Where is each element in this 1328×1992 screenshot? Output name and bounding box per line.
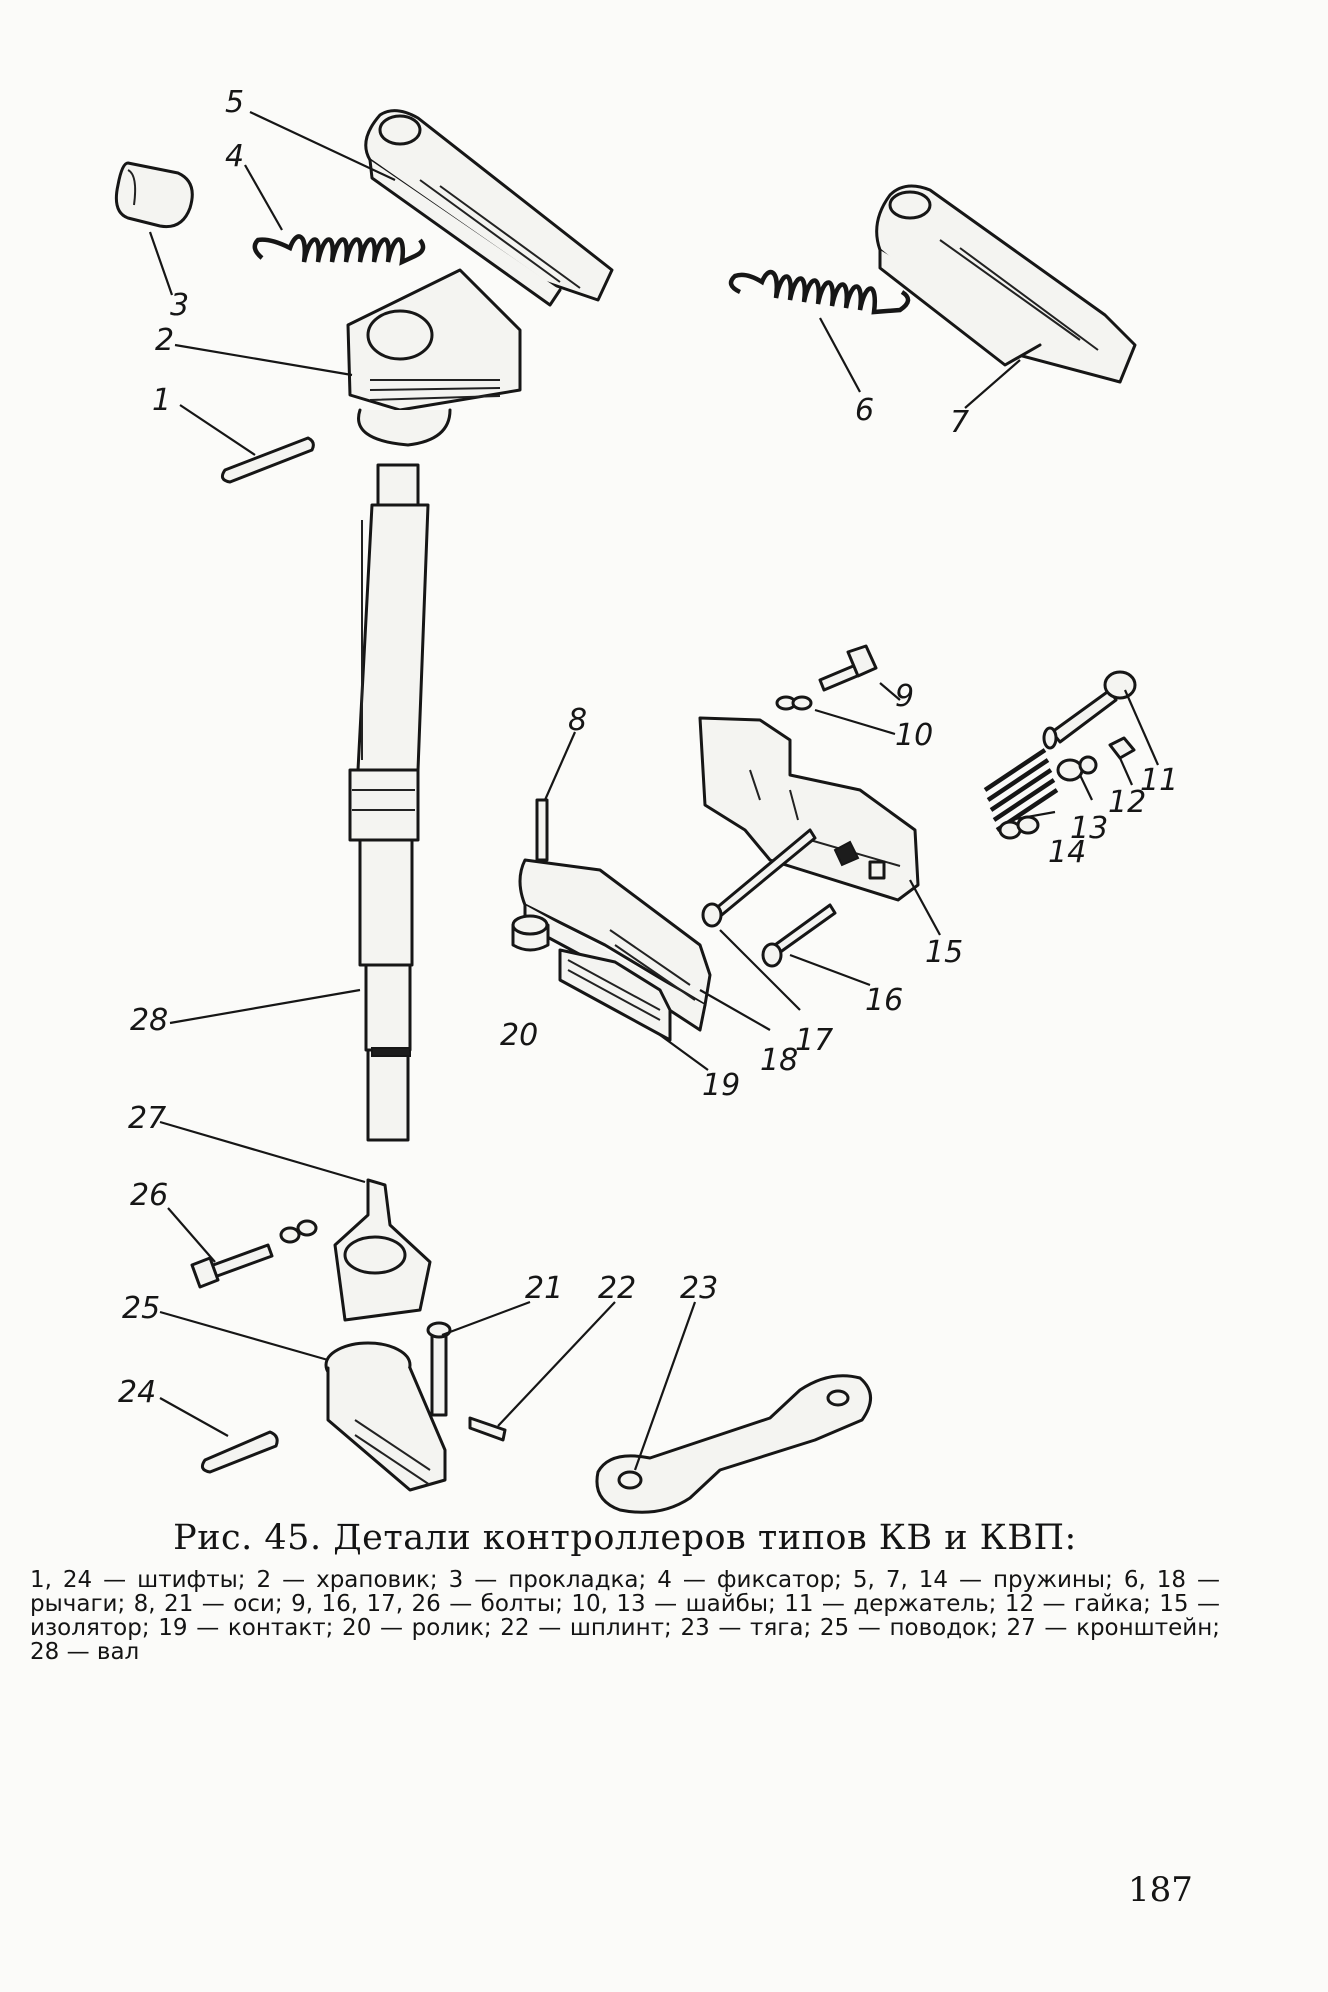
label-1: 1	[152, 383, 171, 418]
part-holder-11	[1042, 670, 1137, 750]
label-3: 3	[170, 288, 189, 323]
label-27: 27	[128, 1101, 166, 1136]
part-spring-4	[252, 234, 426, 266]
caption-title: Рис. 45. Детали контроллеров типов КВ и …	[173, 1518, 1077, 1558]
part-insulator	[698, 716, 920, 902]
label-25: 25	[122, 1291, 160, 1326]
part-pin-1	[220, 436, 315, 484]
part-spring-14	[983, 748, 1059, 832]
part-roller	[511, 914, 550, 952]
part-cotter-pin	[468, 1416, 507, 1442]
label-9: 9	[895, 679, 914, 714]
label-8: 8	[568, 703, 587, 738]
part-driver	[324, 1341, 447, 1492]
part-spring-6	[728, 269, 911, 315]
label-20: 20	[500, 1018, 538, 1053]
part-labels: 5 4 3 2 1 6 7 9 10 8 11 12 13 14 15 16 1…	[118, 85, 1178, 1410]
label-13: 13	[1070, 811, 1108, 846]
part-washers-10	[775, 695, 813, 711]
part-contact	[558, 948, 672, 1042]
label-19: 19	[702, 1068, 740, 1103]
label-11: 11	[1140, 763, 1178, 798]
part-gasket	[114, 161, 194, 229]
part-axle-21	[426, 1321, 452, 1417]
part-axle-8	[535, 798, 549, 862]
part-bolt-26	[190, 1219, 318, 1289]
part-bolt-16	[761, 903, 837, 968]
label-2: 2	[155, 323, 174, 358]
label-7: 7	[950, 405, 969, 440]
part-bolt-17	[701, 828, 817, 928]
label-28: 28	[130, 1003, 168, 1038]
label-21: 21	[525, 1271, 563, 1306]
part-bolt-9	[818, 644, 878, 692]
part-bracket	[333, 1178, 432, 1322]
part-washers-13	[998, 755, 1098, 840]
label-10: 10	[895, 718, 933, 753]
caption-legend: 1, 24 — штифты; 2 — храповик; 3 — прокла…	[30, 1567, 1220, 1665]
figure-caption: Рис. 45. Детали контроллеров типов КВ и …	[30, 1518, 1220, 1664]
part-lever-5	[364, 109, 614, 307]
leader-lines	[148, 111, 1160, 1471]
part-nut-12	[1108, 736, 1136, 760]
label-18: 18	[760, 1043, 798, 1078]
label-6: 6	[855, 393, 874, 428]
page-number: 187	[1128, 1870, 1193, 1910]
part-lever-7	[875, 184, 1137, 384]
part-shaft	[348, 463, 430, 1142]
parts-diagram: 5 4 3 2 1 6 7 9 10 8 11 12 13 14 15 16 1…	[114, 85, 1178, 1514]
label-23: 23	[680, 1271, 718, 1306]
label-22: 22	[598, 1271, 636, 1306]
part-ratchet	[346, 268, 522, 447]
label-17: 17	[795, 1023, 833, 1058]
part-pin-24	[200, 1430, 279, 1474]
label-24: 24	[118, 1375, 156, 1410]
label-5: 5	[225, 85, 244, 120]
part-rod	[595, 1374, 872, 1514]
label-16: 16	[865, 983, 903, 1018]
label-4: 4	[225, 139, 244, 174]
label-26: 26	[130, 1178, 168, 1213]
label-15: 15	[925, 935, 963, 970]
label-12: 12	[1108, 785, 1146, 820]
label-14: 14	[1048, 835, 1086, 870]
